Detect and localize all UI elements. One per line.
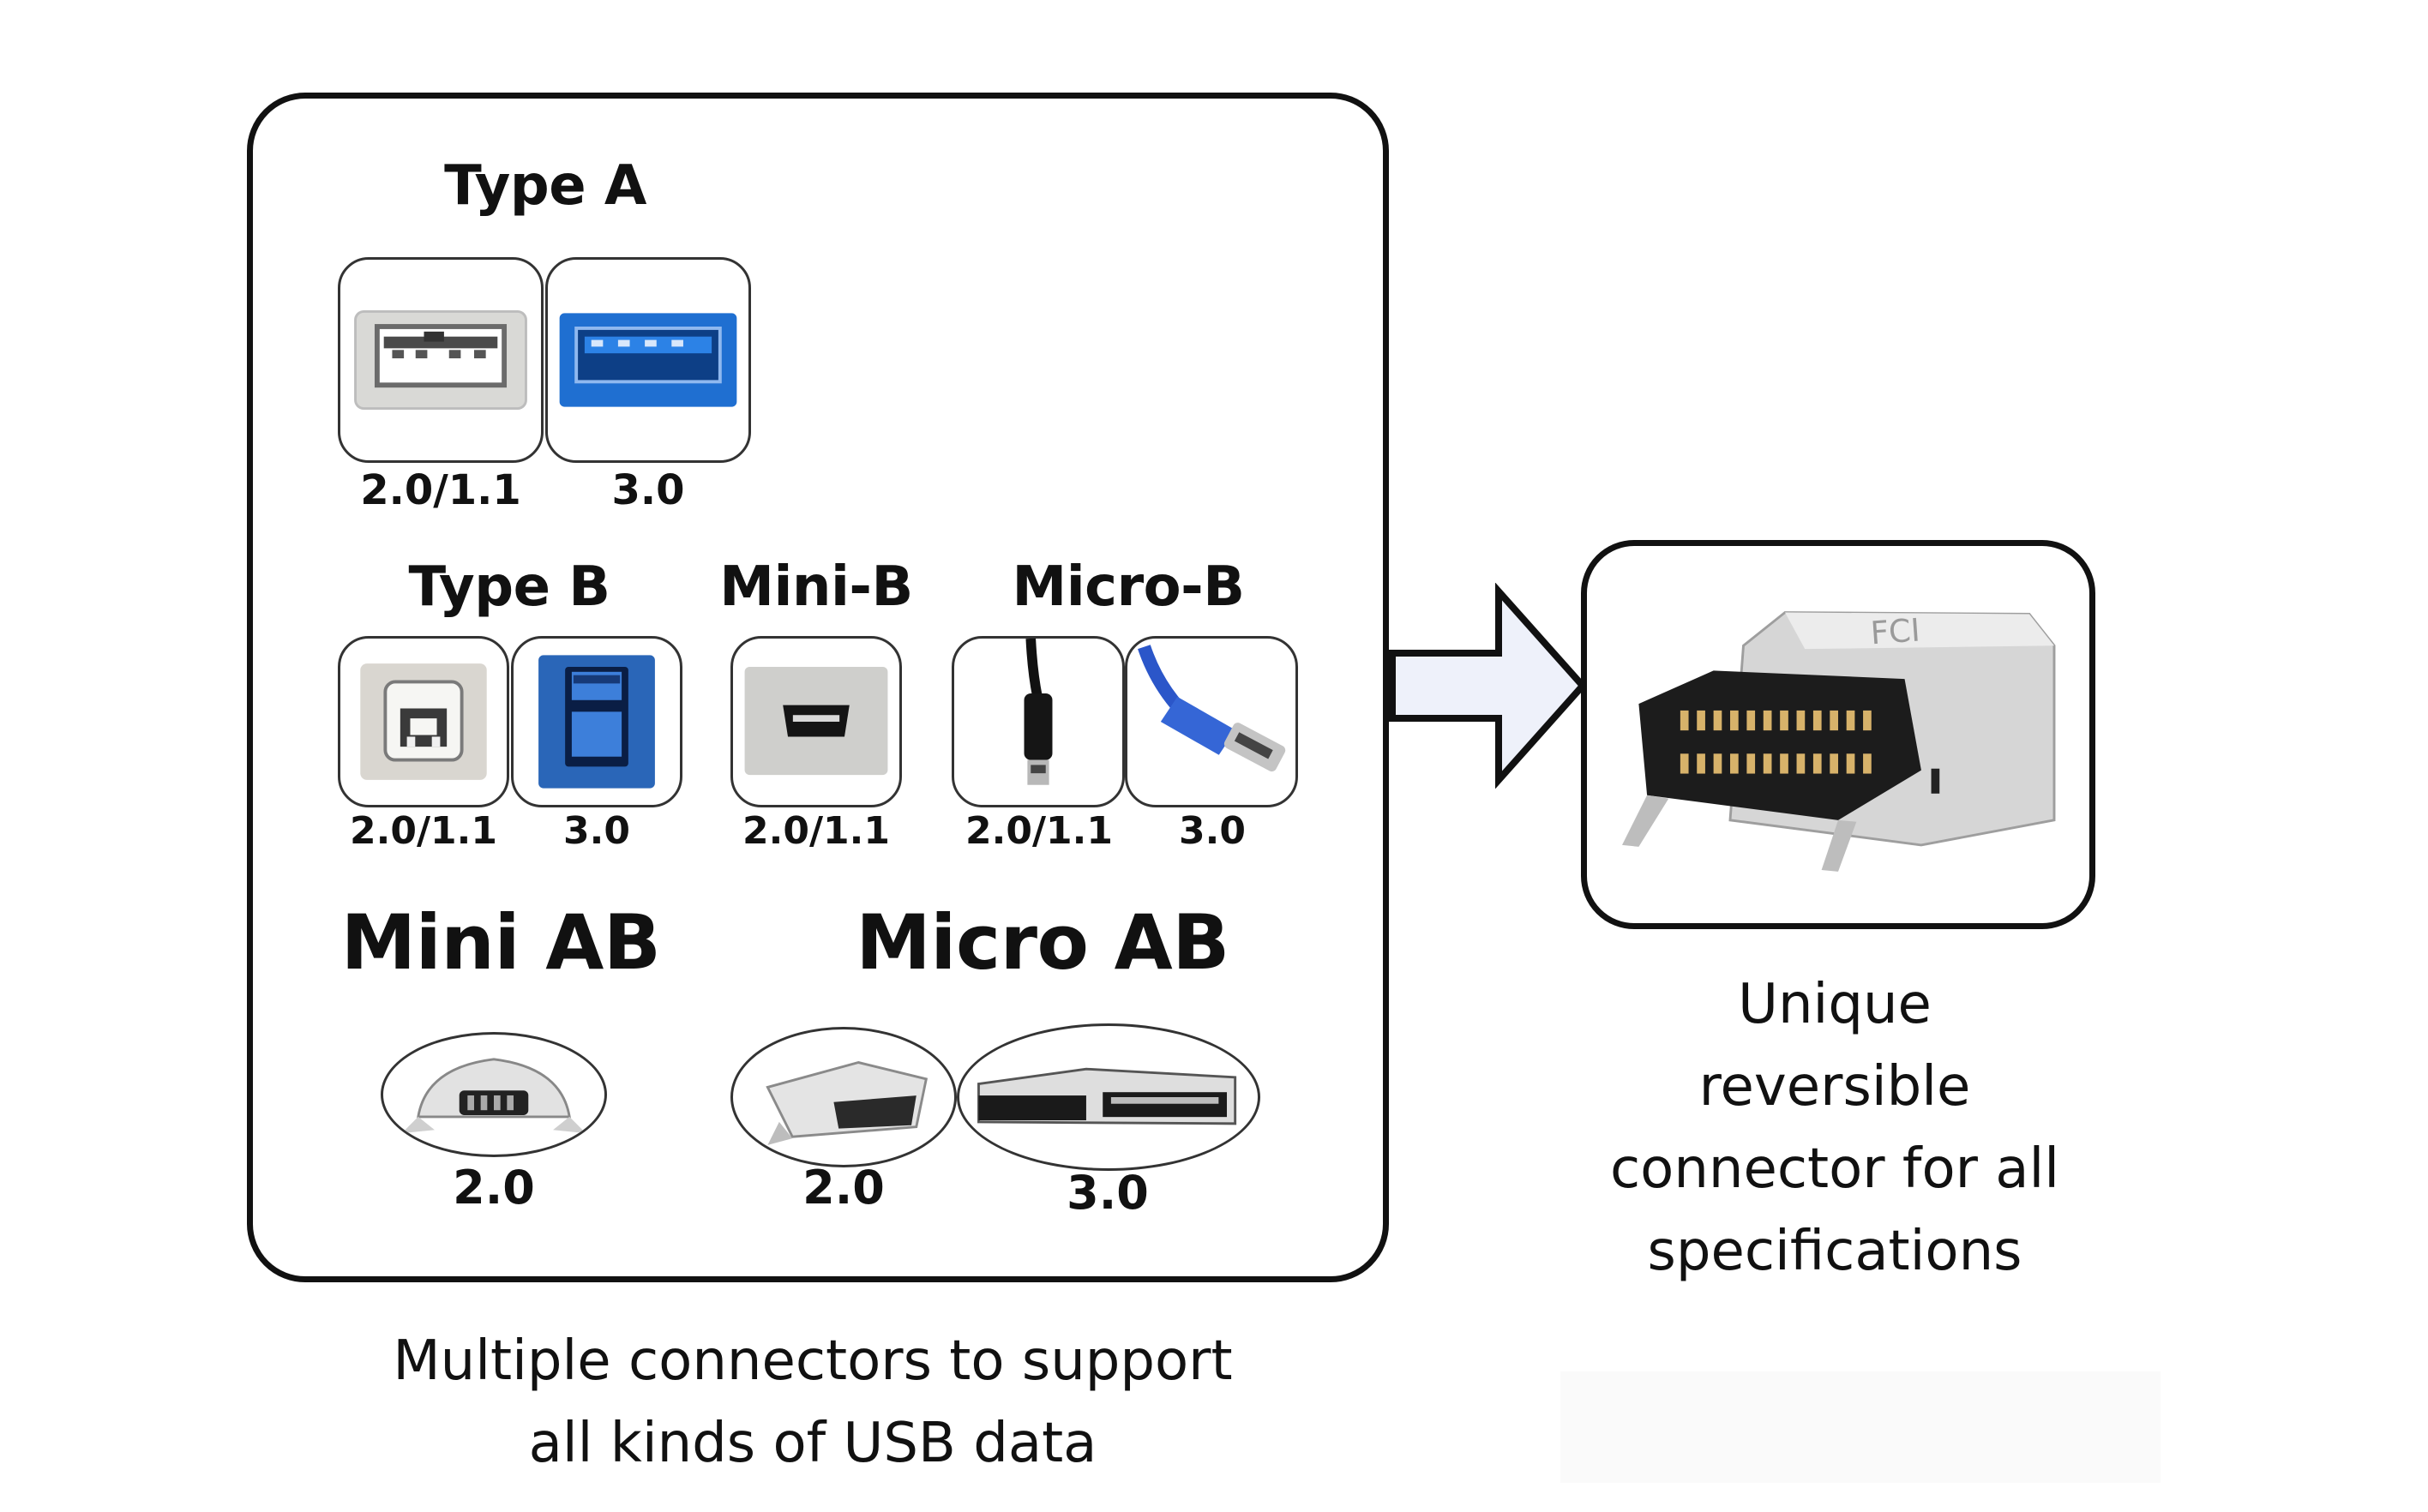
type-a-title: Type A (444, 154, 646, 218)
type-b-version-3-0: 3.0 (563, 809, 630, 853)
micro-ab-version-3-0: 3.0 (1067, 1166, 1149, 1220)
right-caption-line-1: Unique (1738, 973, 1932, 1036)
right-caption-line-4: specifications (1647, 1220, 2022, 1283)
faded-area (1560, 1371, 2161, 1483)
type-b-version-2-0: 2.0/1.1 (350, 809, 497, 853)
left-caption-line-2: all kinds of USB data (528, 1412, 1097, 1475)
micro-b-title: Micro-B (1012, 555, 1245, 619)
mini-b-version-2-0: 2.0/1.1 (742, 809, 890, 853)
micro-b-version-2-0: 2.0/1.1 (965, 809, 1113, 853)
micro-ab-title: Micro AB (856, 898, 1229, 987)
right-caption: Unique reversible connector for all spec… (1535, 963, 2135, 1293)
right-caption-line-3: connector for all (1609, 1137, 2060, 1201)
usb-type-c-panel: FCI (1581, 540, 2095, 929)
type-a-version-2-0: 2.0/1.1 (360, 466, 521, 514)
micro-b-3-0-image (1125, 636, 1298, 807)
right-arrow (1389, 582, 1591, 789)
type-a-version-3-0: 3.0 (611, 466, 685, 514)
mini-ab-image (381, 1032, 607, 1157)
left-caption-line-1: Multiple connectors to support (393, 1329, 1233, 1393)
micro-b-2-0-image (952, 636, 1125, 807)
micro-ab-2-0-image (730, 1027, 957, 1167)
left-caption: Multiple connectors to support all kinds… (333, 1320, 1293, 1485)
type-b-3-0-image (511, 636, 682, 807)
type-a-2-0-image (338, 257, 544, 463)
usb-connectors-panel (247, 93, 1389, 1282)
micro-b-version-3-0: 3.0 (1179, 809, 1246, 853)
mini-b-image (730, 636, 902, 807)
type-a-3-0-image (545, 257, 751, 463)
typec-marking: FCI (1869, 611, 1921, 651)
type-b-title: Type B (408, 555, 610, 619)
mini-ab-version-2-0: 2.0 (453, 1161, 535, 1215)
micro-ab-3-0-image (957, 1023, 1260, 1171)
usb-type-c-image: FCI (1622, 611, 2056, 872)
right-caption-line-2: reversible (1698, 1055, 1971, 1119)
mini-b-title: Mini-B (719, 555, 913, 619)
type-b-2-0-image (338, 636, 509, 807)
micro-ab-version-2-0: 2.0 (802, 1161, 885, 1215)
mini-ab-title: Mini AB (340, 898, 661, 987)
